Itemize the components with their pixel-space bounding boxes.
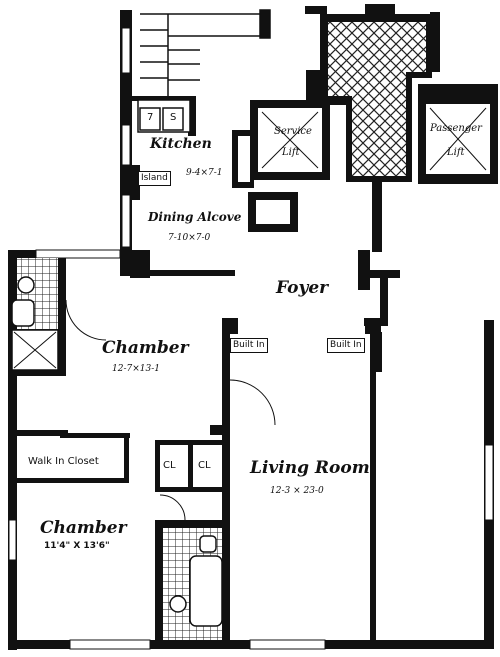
chamber-lower-label: Chamber	[40, 518, 127, 538]
dining-alcove-label: Dining Alcove	[148, 210, 242, 224]
passenger-lift-label: Passenger	[430, 123, 482, 134]
passenger-lift-shaft	[418, 84, 498, 184]
interior-walls	[8, 258, 382, 642]
living-room-label: Living Room	[250, 458, 370, 478]
chamber-upper-dimensions: 12-7×13-1	[112, 364, 160, 374]
appliance-right-label: S	[170, 112, 177, 123]
living-room-dimensions: 12-3 × 23-0	[270, 486, 324, 496]
appliance-left-label: 7	[147, 112, 154, 123]
upper-bathroom	[11, 258, 59, 371]
appliance-box-left	[139, 107, 161, 131]
island-label: Island	[138, 171, 171, 186]
windows	[8, 27, 494, 650]
stair-core	[305, 4, 440, 182]
walk-in-closet-label: Walk In Closet	[28, 456, 99, 467]
kitchen-dimensions: 9-4×7-1	[186, 168, 223, 178]
built-in-right-label: Built In	[327, 338, 365, 353]
closet-b-label: CL	[198, 460, 211, 471]
built-in-left-label: Built In	[230, 338, 268, 353]
built-in-walls	[222, 318, 381, 334]
chamber-lower-dimensions: 11'4" X 13'6"	[44, 541, 110, 551]
passenger-lift-label-2: Lift	[447, 147, 465, 158]
appliance-box-right	[162, 107, 184, 131]
service-lift-shaft	[232, 100, 330, 232]
foyer-label: Foyer	[276, 278, 329, 298]
chamber-upper-label: Chamber	[102, 338, 189, 358]
stairs	[140, 9, 271, 96]
kitchen-label: Kitchen	[150, 136, 212, 152]
lower-bathroom	[163, 528, 223, 640]
closet-a-label: CL	[163, 460, 176, 471]
service-lift-label-2: Lift	[282, 147, 300, 158]
door-swings	[65, 299, 276, 521]
dining-alcove-dimensions: 7-10×7-0	[168, 233, 211, 243]
service-lift-label: Service	[274, 126, 312, 137]
